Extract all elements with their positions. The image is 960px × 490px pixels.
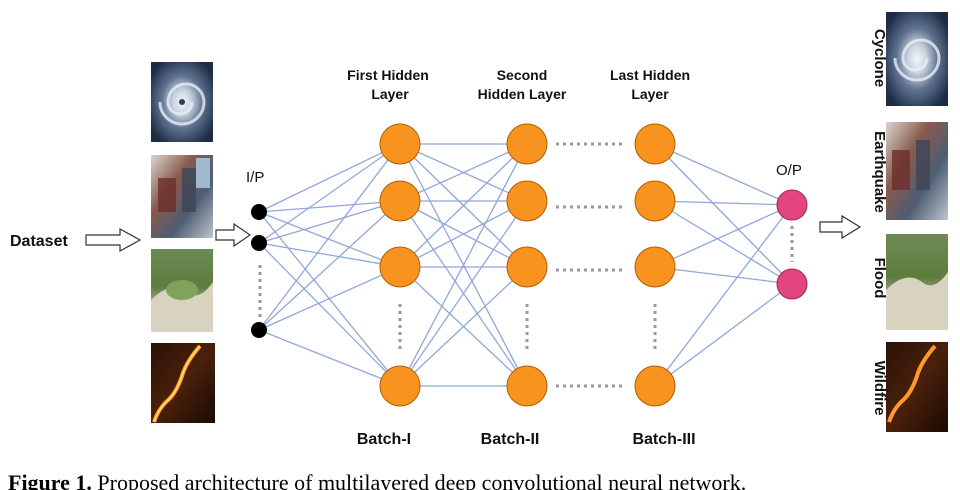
caption-text: Proposed architecture of multilayered de… xyxy=(97,470,747,490)
dataset-arrow-icon xyxy=(85,227,142,253)
class-label-flood: Flood xyxy=(871,258,888,299)
flood-image xyxy=(151,249,213,332)
edge xyxy=(654,266,793,285)
output-nodes xyxy=(776,189,808,300)
edge xyxy=(654,200,793,206)
edge xyxy=(258,266,401,331)
output-node xyxy=(776,268,808,300)
flood-output-image xyxy=(886,234,948,330)
edge xyxy=(399,143,528,202)
last-hidden-layer-nodes xyxy=(634,123,676,407)
input-label: I/P xyxy=(246,169,264,186)
hidden-node xyxy=(506,180,548,222)
dataset-images xyxy=(151,62,215,423)
caption-label: Figure 1. xyxy=(8,470,92,490)
hidden-node xyxy=(506,123,548,165)
edge xyxy=(654,143,793,206)
wildfire-image xyxy=(151,343,215,423)
batch-1-label: Batch-I xyxy=(357,431,411,448)
output-arrow-icon xyxy=(819,214,862,240)
output-images xyxy=(886,12,948,432)
hidden-node xyxy=(506,246,548,288)
hidden-node xyxy=(506,365,548,407)
edge xyxy=(654,204,793,387)
edge xyxy=(399,200,528,268)
hidden-node xyxy=(379,246,421,288)
input-node xyxy=(251,235,267,251)
edge xyxy=(258,200,401,331)
earthquake-output-image xyxy=(886,122,948,220)
first-layer-header-line2: Layer xyxy=(371,86,409,102)
hidden-node xyxy=(634,365,676,407)
last-layer-header-line1: Last Hidden xyxy=(610,67,690,83)
hidden-node xyxy=(379,123,421,165)
connection-edges xyxy=(258,143,793,387)
output-label: O/P xyxy=(776,162,802,179)
edge xyxy=(654,143,793,285)
edge xyxy=(399,266,528,387)
first-hidden-layer-nodes xyxy=(379,123,421,407)
edge xyxy=(399,200,528,387)
edge xyxy=(654,283,793,387)
edge xyxy=(399,143,528,387)
edge xyxy=(258,200,401,244)
earthquake-image xyxy=(151,155,213,238)
class-label-wildfire: Wildfire xyxy=(871,361,888,416)
second-layer-header-line2: Hidden Layer xyxy=(478,86,567,102)
first-layer-header-line1: First Hidden xyxy=(347,67,429,83)
edge xyxy=(399,143,528,268)
edge xyxy=(654,204,793,268)
cyclone-output-image xyxy=(886,12,948,106)
hidden-node xyxy=(634,246,676,288)
hidden-node xyxy=(379,365,421,407)
second-hidden-layer-nodes xyxy=(506,123,548,407)
cyclone-image xyxy=(151,62,213,142)
dataset-label: Dataset xyxy=(10,233,68,250)
edge xyxy=(258,242,401,268)
ellipsis-dots xyxy=(258,142,794,388)
output-node xyxy=(776,189,808,221)
input-arrow-icon xyxy=(215,222,252,248)
input-node xyxy=(251,204,267,220)
last-layer-header-line2: Layer xyxy=(631,86,669,102)
hidden-node xyxy=(379,180,421,222)
edge xyxy=(258,143,401,331)
wildfire-output-image xyxy=(886,342,948,432)
edge xyxy=(258,200,401,213)
batch-3-label: Batch-III xyxy=(632,431,695,448)
edge xyxy=(258,211,401,268)
class-label-cyclone: Cyclone xyxy=(871,29,888,87)
edge xyxy=(258,143,401,244)
batch-2-label: Batch-II xyxy=(481,431,540,448)
input-nodes xyxy=(251,204,267,338)
edge xyxy=(654,200,793,285)
edge xyxy=(258,143,401,213)
edge xyxy=(258,329,401,387)
block-arrows xyxy=(85,214,862,253)
input-node xyxy=(251,322,267,338)
hidden-node xyxy=(634,123,676,165)
figure-caption: Figure 1. Proposed architecture of multi… xyxy=(8,470,952,490)
hidden-node xyxy=(634,180,676,222)
edge xyxy=(258,242,401,387)
second-layer-header-line1: Second xyxy=(497,67,548,83)
class-label-earthquake: Earthquake xyxy=(871,131,888,213)
